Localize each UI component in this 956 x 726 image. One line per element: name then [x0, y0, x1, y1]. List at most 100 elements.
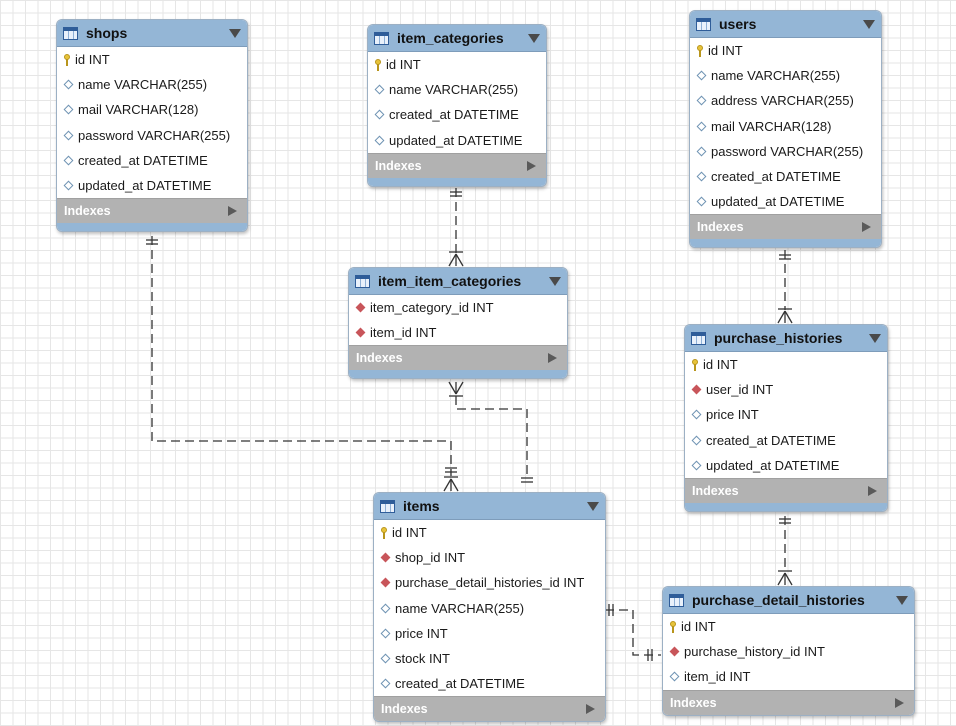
column-row[interactable]: item_id INT [663, 664, 914, 689]
column-row[interactable]: id INT [374, 520, 605, 545]
column-row[interactable]: name VARCHAR(255) [690, 63, 881, 88]
column-row[interactable]: name VARCHAR(255) [374, 596, 605, 621]
table-header[interactable]: items [374, 493, 605, 520]
indexes-section[interactable]: Indexes [685, 477, 887, 503]
table-header[interactable]: item_categories [368, 25, 546, 52]
column-row[interactable]: price INT [685, 402, 887, 427]
column-row[interactable]: updated_at DATETIME [685, 453, 887, 478]
column-label: price INT [706, 407, 759, 423]
column-diamond-icon [380, 678, 391, 689]
column-diamond-icon [374, 135, 385, 146]
indexes-section[interactable]: Indexes [663, 689, 914, 715]
column-diamond-icon [63, 105, 74, 115]
indexes-label: Indexes [381, 702, 428, 717]
column-row[interactable]: created_at DATETIME [57, 148, 247, 173]
table-footer [685, 502, 887, 511]
column-row[interactable]: updated_at DATETIME [57, 173, 247, 198]
indexes-section[interactable]: Indexes [374, 696, 605, 722]
column-row[interactable]: password VARCHAR(255) [690, 139, 881, 164]
column-label: item_category_id INT [370, 300, 494, 316]
expand-arrow-icon[interactable] [586, 704, 595, 715]
collapse-triangle-icon[interactable] [863, 19, 875, 29]
column-diamond-icon [63, 79, 74, 90]
foreign-key-icon [355, 302, 366, 313]
column-row[interactable]: item_id INT [349, 320, 567, 345]
expand-arrow-icon[interactable] [862, 222, 871, 233]
indexes-label: Indexes [375, 158, 422, 173]
relationship-items-item-item-categories [448, 381, 533, 483]
table-footer [368, 177, 546, 186]
column-label: created_at DATETIME [395, 676, 525, 692]
column-row[interactable]: item_category_id INT [349, 295, 567, 320]
table-header[interactable]: users [690, 11, 881, 38]
column-row[interactable]: address VARCHAR(255) [690, 88, 881, 113]
column-row[interactable]: password VARCHAR(255) [57, 123, 247, 148]
column-row[interactable]: price INT [374, 621, 605, 646]
expand-arrow-icon[interactable] [228, 206, 237, 217]
column-row[interactable]: id INT [690, 38, 881, 63]
table-shops[interactable]: shops id INT name VARCHAR(255) mail VARCHAR… [56, 19, 248, 233]
column-row[interactable]: name VARCHAR(255) [368, 77, 546, 102]
column-row[interactable]: purchase_history_id INT [663, 639, 914, 664]
column-row[interactable]: created_at DATETIME [685, 428, 887, 453]
column-row[interactable]: created_at DATETIME [690, 164, 881, 189]
collapse-triangle-icon[interactable] [229, 28, 241, 38]
column-row[interactable]: id INT [368, 52, 546, 77]
column-row[interactable]: updated_at DATETIME [368, 128, 546, 153]
column-diamond-icon [374, 110, 385, 120]
column-diamond-icon [691, 410, 702, 420]
column-row[interactable]: created_at DATETIME [368, 102, 546, 127]
column-label: id INT [703, 357, 738, 373]
table-title: item_categories [397, 30, 504, 46]
indexes-section[interactable]: Indexes [690, 214, 881, 240]
expand-arrow-icon[interactable] [895, 697, 904, 708]
table-header[interactable]: item_item_categories [349, 268, 567, 295]
column-row[interactable]: mail VARCHAR(128) [690, 114, 881, 139]
expand-arrow-icon[interactable] [527, 160, 536, 171]
column-label: created_at DATETIME [711, 169, 841, 185]
indexes-section[interactable]: Indexes [57, 198, 247, 224]
table-icon [691, 331, 706, 345]
collapse-triangle-icon[interactable] [869, 333, 881, 343]
primary-key-icon [375, 58, 381, 71]
foreign-key-icon [380, 578, 391, 588]
collapse-triangle-icon[interactable] [587, 501, 599, 511]
expand-arrow-icon[interactable] [548, 353, 557, 364]
column-row[interactable]: purchase_detail_histories_id INT [374, 570, 605, 595]
column-row[interactable]: id INT [685, 352, 887, 377]
indexes-section[interactable]: Indexes [368, 152, 546, 178]
table-header[interactable]: purchase_detail_histories [663, 587, 914, 614]
column-row[interactable]: created_at DATETIME [374, 671, 605, 696]
column-row[interactable]: stock INT [374, 646, 605, 671]
table-header[interactable]: shops [57, 20, 247, 47]
column-row[interactable]: shop_id INT [374, 545, 605, 570]
collapse-triangle-icon[interactable] [896, 595, 908, 605]
column-diamond-icon [696, 196, 707, 207]
table-title: shops [86, 25, 128, 41]
table-header[interactable]: purchase_histories [685, 325, 887, 352]
expand-arrow-icon[interactable] [868, 485, 877, 496]
collapse-triangle-icon[interactable] [528, 33, 540, 43]
column-diamond-icon [696, 146, 707, 157]
column-row[interactable]: mail VARCHAR(128) [57, 97, 247, 122]
column-label: purchase_history_id INT [684, 644, 825, 660]
column-row[interactable]: name VARCHAR(255) [57, 72, 247, 97]
foreign-key-icon [380, 552, 391, 563]
collapse-triangle-icon[interactable] [549, 276, 561, 286]
indexes-section[interactable]: Indexes [349, 345, 567, 371]
column-row[interactable]: updated_at DATETIME [690, 189, 881, 214]
column-row[interactable]: id INT [57, 47, 247, 72]
table-item-item-categories[interactable]: item_item_categories item_category_id INT… [348, 267, 568, 380]
column-label: name VARCHAR(255) [78, 77, 208, 93]
foreign-key-icon [691, 384, 702, 395]
column-label: stock INT [395, 651, 450, 667]
table-icon [669, 593, 684, 607]
column-row[interactable]: user_id INT [685, 377, 887, 402]
column-row[interactable]: id INT [663, 614, 914, 639]
